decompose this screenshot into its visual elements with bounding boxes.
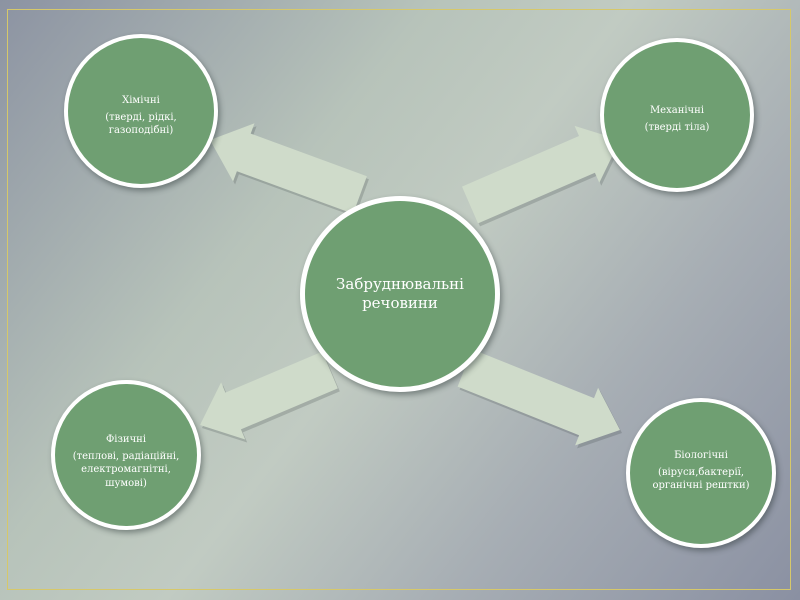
node-center: Забруднювальні речовини [300, 196, 500, 392]
node-physical-title: Фізичні [105, 434, 147, 445]
node-mechanical: Механічні (тверді тіла) [600, 38, 754, 192]
node-biological-title: Біологічні [674, 450, 728, 461]
slide-frame [7, 9, 791, 590]
arrow-to-chemical [210, 123, 367, 214]
node-chemical: Хімічні (тверді, рідкі, газоподібні) [64, 34, 218, 188]
node-mechanical-title: Механічні [649, 105, 705, 116]
node-mechanical-detail: (тверді тіла) [644, 121, 710, 133]
node-chemical-detail: (тверді, рідкі, газоподібні) [105, 111, 177, 137]
center-title-line2: речовини [362, 294, 438, 312]
node-physical: Фізичні (теплові, радіаційні, електромаг… [51, 380, 201, 530]
node-physical-detail: (теплові, радіаційні, електромагнітні, ш… [72, 450, 180, 489]
node-biological: Біологічні (віруси,бактерії, органічні р… [626, 398, 776, 548]
arrow-to-biological [457, 349, 620, 446]
center-title-line1: Забруднювальні [336, 275, 464, 294]
node-biological-detail: (віруси,бактерії, [657, 466, 745, 478]
arrow-to-mechanical [462, 125, 620, 224]
arrow-to-physical [200, 351, 338, 440]
node-chemical-title: Хімічні [122, 95, 160, 106]
node-biological-detail-2: органічні рештки) [652, 480, 750, 491]
